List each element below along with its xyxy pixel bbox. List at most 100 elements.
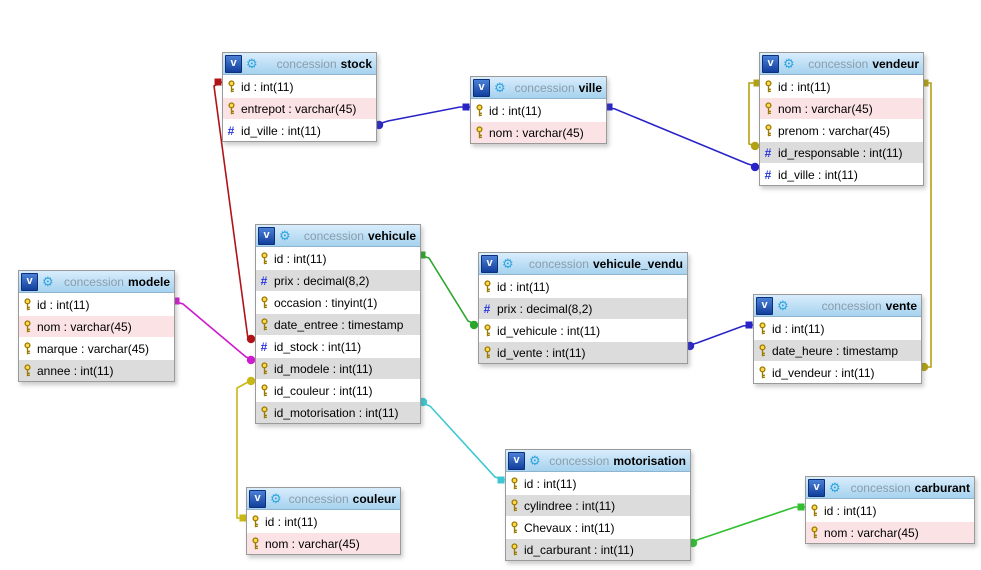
table-modele[interactable]: v ⚙ concession modele id : int(11) nom :… — [18, 270, 175, 382]
table-header[interactable]: v ⚙ concession motorisation — [506, 450, 690, 472]
gear-icon[interactable]: ⚙ — [502, 256, 514, 271]
column-row[interactable]: id_motorisation : int(11) — [256, 401, 420, 423]
table-name: vehicule_vendu — [592, 256, 683, 271]
column-text: date_heure : timestamp — [772, 343, 899, 358]
table-header[interactable]: v ⚙ concession modele — [19, 271, 174, 293]
column-row[interactable]: date_entree : timestamp — [256, 313, 420, 335]
table-vente[interactable]: v ⚙ concession vente id : int(11) date_h… — [753, 294, 922, 384]
column-text: id : int(11) — [824, 503, 877, 518]
relationship-line-ville.id-stock.id_ville[interactable] — [374, 106, 470, 126]
column-row[interactable]: id : int(11) — [256, 247, 420, 269]
column-row[interactable]: nom : varchar(45) — [806, 521, 974, 543]
column-row[interactable]: occasion : tinyint(1) — [256, 291, 420, 313]
column-text: id_motorisation : int(11) — [274, 405, 399, 420]
column-row[interactable]: annee : int(11) — [19, 359, 174, 381]
gear-icon[interactable]: ⚙ — [829, 480, 841, 495]
relationship-line-carburant.id-motorisation.id_carburant[interactable] — [688, 506, 805, 544]
column-row[interactable]: cylindree : int(11) — [506, 494, 690, 516]
column-row[interactable]: # id_responsable : int(11) — [760, 141, 923, 163]
table-header[interactable]: v ⚙ concession vente — [754, 295, 921, 317]
gear-icon[interactable]: ⚙ — [270, 491, 282, 506]
gear-icon[interactable]: ⚙ — [494, 80, 506, 95]
column-text: nom : varchar(45) — [778, 101, 873, 116]
table-header[interactable]: v ⚙ concession vehicule_vendu — [479, 253, 687, 275]
table-header[interactable]: v ⚙ concession ville — [471, 77, 606, 99]
column-text: id : int(11) — [489, 103, 542, 118]
column-row[interactable]: id : int(11) — [506, 472, 690, 494]
table-carburant[interactable]: v ⚙ concession carburant id : int(11) no… — [805, 476, 975, 544]
relationship-target-marker — [469, 320, 479, 330]
table-header[interactable]: v ⚙ concession stock — [223, 53, 376, 75]
relationship-line-modele.id-vehicule.id_modele[interactable] — [172, 300, 256, 361]
view-badge-icon: v — [249, 489, 266, 508]
schema-name: concession — [808, 56, 869, 71]
column-row[interactable]: # prix : decimal(8,2) — [479, 297, 687, 319]
relationship-target-marker — [750, 162, 760, 172]
column-row[interactable]: id_couleur : int(11) — [256, 379, 420, 401]
relationship-source-marker — [921, 79, 929, 87]
column-row[interactable]: nom : varchar(45) — [471, 121, 606, 143]
column-row[interactable]: id_vehicule : int(11) — [479, 319, 687, 341]
column-text: prix : decimal(8,2) — [274, 273, 370, 288]
relationship-source-marker — [462, 103, 470, 111]
relationship-line-vente.id-vehicule_vendu.id_vente[interactable] — [685, 324, 754, 347]
table-header[interactable]: v ⚙ concession vendeur — [760, 53, 923, 75]
column-row[interactable]: nom : varchar(45) — [19, 315, 174, 337]
table-stock[interactable]: v ⚙ concession stock id : int(11) entrep… — [222, 52, 377, 142]
primary-key-icon — [250, 515, 260, 528]
column-row[interactable]: # id_stock : int(11) — [256, 335, 420, 357]
table-header[interactable]: v ⚙ concession carburant — [806, 477, 974, 499]
table-vehicule[interactable]: v ⚙ concession vehicule id : int(11) # p… — [255, 224, 421, 424]
column-row[interactable]: prenom : varchar(45) — [760, 119, 923, 141]
column-row[interactable]: # id_ville : int(11) — [760, 163, 923, 185]
primary-key-icon — [509, 477, 519, 490]
column-row[interactable]: id_vendeur : int(11) — [754, 361, 921, 383]
column-row[interactable]: id_modele : int(11) — [256, 357, 420, 379]
index-icon: # — [227, 123, 235, 138]
relationship-line-vehicule.id-vehicule_vendu.id_vehicule[interactable] — [418, 254, 479, 326]
relationship-line-vendeur.id-vendeur.id_responsable[interactable] — [748, 82, 760, 147]
column-row[interactable]: id : int(11) — [806, 499, 974, 521]
gear-icon[interactable]: ⚙ — [42, 274, 54, 289]
column-text: id_vendeur : int(11) — [772, 365, 875, 380]
table-ville[interactable]: v ⚙ concession ville id : int(11) nom : … — [470, 76, 607, 144]
column-row[interactable]: date_heure : timestamp — [754, 339, 921, 361]
view-badge-icon: v — [473, 78, 490, 97]
column-row[interactable]: id_carburant : int(11) — [506, 538, 690, 560]
gear-icon[interactable]: ⚙ — [279, 228, 291, 243]
table-motorisation[interactable]: v ⚙ concession motorisation id : int(11)… — [505, 449, 691, 561]
column-row[interactable]: # id_ville : int(11) — [223, 119, 376, 141]
column-row[interactable]: id : int(11) — [19, 293, 174, 315]
column-row[interactable]: id : int(11) — [247, 510, 400, 532]
table-vehicule_vendu[interactable]: v ⚙ concession vehicule_vendu id : int(1… — [478, 252, 688, 364]
column-row[interactable]: Chevaux : int(11) — [506, 516, 690, 538]
column-row[interactable]: entrepot : varchar(45) — [223, 97, 376, 119]
table-header[interactable]: v ⚙ concession vehicule — [256, 225, 420, 247]
primary-key-icon — [226, 102, 236, 115]
column-row[interactable]: id : int(11) — [754, 317, 921, 339]
table-vendeur[interactable]: v ⚙ concession vendeur id : int(11) nom … — [759, 52, 924, 186]
gear-icon[interactable]: ⚙ — [529, 453, 541, 468]
gear-icon[interactable]: ⚙ — [783, 56, 795, 71]
column-row[interactable]: id_vente : int(11) — [479, 341, 687, 363]
relationship-line-motorisation.id-vehicule.id_motorisation[interactable] — [418, 401, 506, 481]
column-row[interactable]: nom : varchar(45) — [760, 97, 923, 119]
column-row[interactable]: id : int(11) — [471, 99, 606, 121]
schema-name: concession — [821, 298, 882, 313]
relationship-line-ville.id-vendeur.id_ville[interactable] — [604, 106, 760, 168]
gear-icon[interactable]: ⚙ — [777, 298, 789, 313]
table-couleur[interactable]: v ⚙ concession couleur id : int(11) nom … — [246, 487, 401, 555]
table-header[interactable]: v ⚙ concession couleur — [247, 488, 400, 510]
primary-key-icon — [22, 320, 32, 333]
view-badge-icon: v — [808, 478, 825, 497]
column-row[interactable]: marque : varchar(45) — [19, 337, 174, 359]
column-row[interactable]: id : int(11) — [223, 75, 376, 97]
column-row[interactable]: id : int(11) — [760, 75, 923, 97]
column-row[interactable]: # prix : decimal(8,2) — [256, 269, 420, 291]
column-row[interactable]: nom : varchar(45) — [247, 532, 400, 554]
primary-key-icon — [259, 252, 269, 265]
gear-icon[interactable]: ⚙ — [246, 56, 258, 71]
primary-key-icon — [763, 124, 773, 137]
column-row[interactable]: id : int(11) — [479, 275, 687, 297]
relationship-source-marker — [214, 78, 222, 86]
